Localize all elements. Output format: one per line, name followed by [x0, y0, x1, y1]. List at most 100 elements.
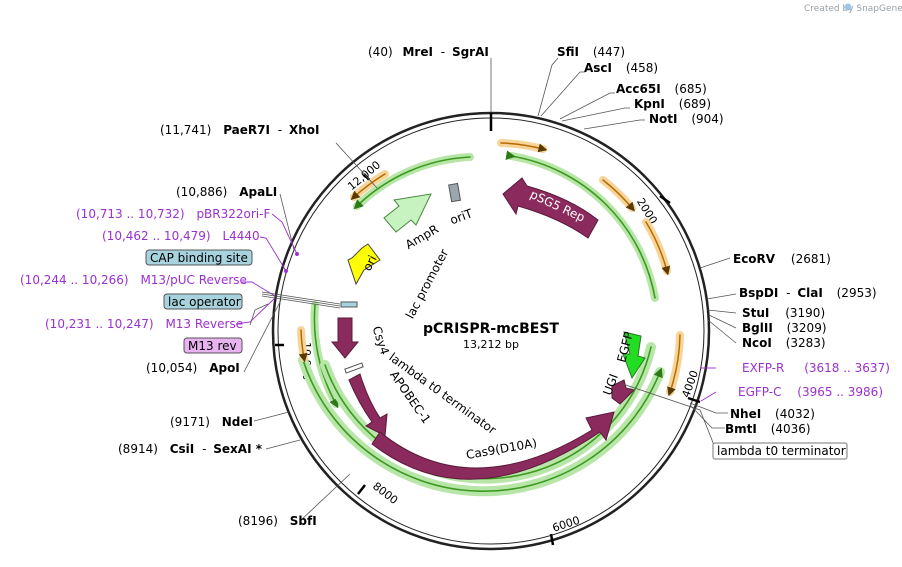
- bglii-name: BglII: [742, 321, 773, 335]
- m13-rev-box: [183, 337, 243, 354]
- svg-text:BspDI - ClaI: BspDI - ClaI (2953): [739, 286, 877, 300]
- lambda-terminator-box: [712, 442, 848, 460]
- stui-name: StuI: [742, 306, 769, 320]
- tick-label-4000: 4000: [679, 369, 701, 400]
- sexai-name: SexAI *: [213, 442, 262, 456]
- pbr-range: (10,713 .. 10,732): [76, 207, 185, 221]
- bmti-name: BmtI: [725, 422, 757, 436]
- snapgene-logo-icon: [844, 3, 852, 11]
- l4440-range: (10,462 .. 10,479): [102, 229, 211, 243]
- bglii-pos: (3209): [787, 321, 827, 335]
- asci-pos: (458): [626, 61, 658, 75]
- svg-text:(11,741) PaeR7I -: (11,741) PaeR7I - XhoI: [160, 123, 319, 137]
- right-site-labels: EcoRV (2681) BspDI - ClaI (2953) StuI (3…: [712, 252, 890, 460]
- csy4-arrow: [330, 317, 360, 359]
- ndei-pos: (9171): [170, 415, 210, 429]
- ori-label: ori: [360, 253, 380, 273]
- svg-text:NotI (904): NotI (904): [649, 112, 724, 126]
- sbfi-pos: (8196): [238, 514, 278, 528]
- noti-name: NotI: [649, 112, 678, 126]
- green-arc-3-core: [313, 304, 339, 409]
- svg-text:BmtI (4036): BmtI (4036): [725, 422, 811, 436]
- lac-operator-box: [163, 293, 243, 310]
- psg5-rep-arrow: [502, 177, 599, 239]
- nhei-pos: (4032): [775, 407, 815, 421]
- svg-text:(9171) NdeI: (9171) NdeI: [170, 415, 253, 429]
- stui-pos: (3190): [785, 306, 825, 320]
- acc65i-name: Acc65I: [616, 82, 661, 96]
- sfii-name: SfiI: [557, 45, 579, 59]
- apoi-name: ApoI: [209, 361, 240, 375]
- lac-promoter-label: lac promoter: [403, 247, 451, 321]
- mrei-pos: (40): [368, 45, 393, 59]
- orange-arc-6-core: [298, 329, 308, 363]
- ndei-name: NdeI: [222, 415, 253, 429]
- green-arc-big-1-core: [324, 346, 652, 480]
- m13-rev-label: M13 rev: [188, 339, 237, 353]
- ampr-arrow: [383, 193, 432, 233]
- mrei-sep: -: [441, 45, 445, 59]
- ncoi-name: NcoI: [742, 336, 772, 350]
- svg-text:KpnI (689): KpnI (689): [634, 97, 711, 111]
- ecorv-pos: (2681): [791, 252, 831, 266]
- svg-text:(8914) CsiI -: (8914) CsiI - SexAI *: [118, 442, 263, 456]
- nhei-name: NheI: [730, 407, 761, 421]
- apali-pos: (10,886): [176, 185, 227, 199]
- cas9-arrow: [371, 411, 615, 480]
- plasmid-size: 13,212 bp: [463, 338, 519, 351]
- svg-text:(8196) SbfI: (8196) SbfI: [238, 514, 317, 528]
- ori-arrow: [347, 243, 381, 286]
- svg-text:(10,231 .. 10,247) M13 R: (10,231 .. 10,247) M13 Reverse: [45, 317, 243, 331]
- green-arc-2-core: [353, 156, 471, 210]
- svg-text:EGFP-C (3965 .. 3986): EGFP-C (3965 .. 3986): [738, 385, 883, 399]
- plasmid-name: pCRISPR-mcBEST: [423, 321, 559, 337]
- lac-cluster-lines: [261, 291, 341, 309]
- orange-arcs: [297, 139, 684, 397]
- top-site-labels: (40) MreI - SgrAI SfiI (447) AscI (458) …: [368, 45, 724, 126]
- lambda-inner-marker: [344, 362, 364, 374]
- kpni-pos: (689): [679, 97, 711, 111]
- green-arcs: [298, 150, 665, 497]
- orange-arc-1-core: [500, 142, 548, 153]
- cas9-label: Cas9(D10A): [465, 436, 538, 462]
- orange-arc-4: [666, 331, 684, 396]
- apobec-arrow: [348, 373, 388, 437]
- mrei-name: MreI: [402, 45, 432, 59]
- sfii-pos: (447): [593, 45, 625, 59]
- lac-operator-label: lac operator: [168, 295, 241, 309]
- orange-arc-5-core: [350, 173, 386, 201]
- paer7i-pos: (11,741): [160, 123, 211, 137]
- left-site-labels: (11,741) PaeR7I - XhoI (10,886) ApaLI (1…: [20, 123, 319, 528]
- svg-text:NheI (4032): NheI (4032): [730, 407, 815, 421]
- paer7i-sep: -: [278, 123, 282, 137]
- svg-text:(10,462 .. 10,479) L4440: (10,462 .. 10,479) L4440: [102, 229, 260, 243]
- apoi-pos: (10,054): [146, 361, 197, 375]
- svg-text:EcoRV (2681): EcoRV (2681): [733, 252, 831, 266]
- bspdi-sep: -: [786, 286, 790, 300]
- snapgene-watermark: Created by SnapGene: [804, 4, 902, 14]
- m13r-name: M13 Reverse: [165, 317, 243, 331]
- m13puc-range: (10,244 .. 10,266): [20, 273, 129, 287]
- svg-text:SfiI (447): SfiI (447): [557, 45, 625, 59]
- exfpr-range: (3618 .. 3637): [804, 361, 890, 375]
- m13puc-name: M13/pUC Reverse: [140, 273, 247, 287]
- tick-label-8000: 8000: [370, 480, 400, 507]
- svg-text:(10,244 .. 10,266) M13/p: (10,244 .. 10,266) M13/pUC Reverse: [20, 273, 247, 287]
- exfpr-name: EXFP-R: [742, 361, 784, 375]
- lambda-terminator-box-label: lambda t0 terminator: [717, 444, 846, 458]
- primer-leaders: [235, 213, 717, 402]
- ugi-label: UGI: [600, 372, 621, 397]
- svg-text:Acc65I (685): Acc65I (685): [616, 82, 707, 96]
- orange-arc-4-core: [667, 334, 681, 397]
- lac-feature-box: [340, 301, 358, 308]
- svg-text:BglII (3209): BglII (3209): [742, 321, 827, 335]
- ampr-label: AmpR: [403, 222, 441, 252]
- svg-text:EXFP-R (3618 .. 3637): EXFP-R (3618 .. 3637): [742, 361, 890, 375]
- pbr-name: pBR322ori-F: [196, 207, 270, 221]
- svg-text:(10,886) ApaLI: (10,886) ApaLI: [176, 185, 277, 199]
- svg-text:StuI (3190): StuI (3190): [742, 306, 825, 320]
- paer7i-name: PaeR7I: [223, 123, 270, 137]
- green-arc-1-core: [505, 150, 656, 299]
- asci-name: AscI: [584, 61, 612, 75]
